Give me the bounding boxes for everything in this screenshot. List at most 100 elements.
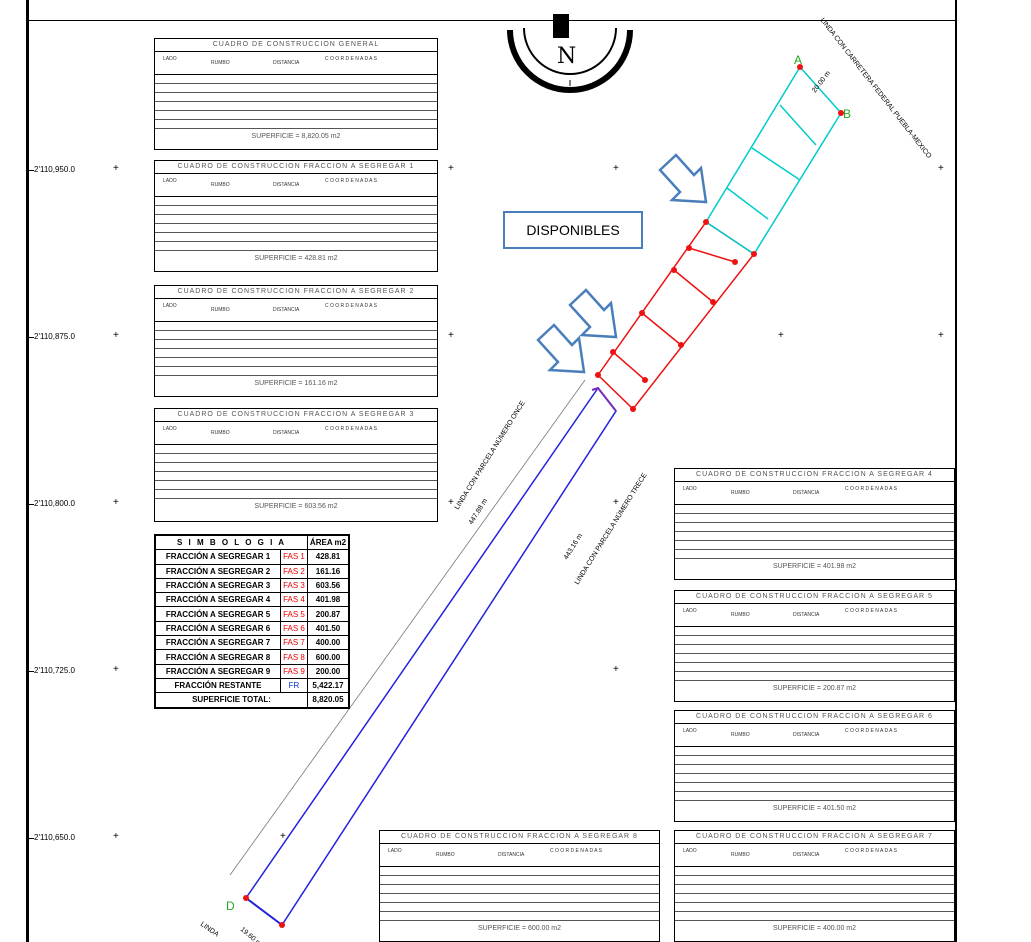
grid-plus-mark: + (113, 497, 119, 508)
tabla-fraccion-2: CUADRO DE CONSTRUCCION FRACCION A SEGREG… (154, 285, 438, 397)
arrow-icon-1 (658, 153, 708, 204)
frame-right-border (955, 0, 957, 942)
linda-once-label: LINDA CON PARCELA NÚMERO ONCE (452, 399, 527, 511)
table-title: CUADRO DE CONSTRUCCION FRACCION A SEGREG… (380, 831, 659, 844)
grid-plus-mark: + (613, 497, 619, 508)
road-label: LINDA CON CARRETERA FEDERAL PUEBLA-MEXIC… (818, 17, 932, 160)
table-title: CUADRO DE CONSTRUCCION FRACCION A SEGREG… (155, 161, 437, 174)
north-letter: N (557, 44, 576, 69)
arrow-icon-3 (536, 323, 586, 374)
tabla-fraccion-5: CUADRO DE CONSTRUCCION FRACCION A SEGREG… (674, 590, 955, 702)
table-footer: SUPERFICIE = 428.81 m2 (254, 255, 338, 262)
table-title: CUADRO DE CONSTRUCCION FRACCION A SEGREG… (675, 591, 954, 604)
table-title: CUADRO DE CONSTRUCCION FRACCION A SEGREG… (675, 831, 954, 844)
table-footer: SUPERFICIE = 401.50 m2 (772, 805, 857, 812)
vertex-label-a: A (794, 53, 802, 67)
coord-label-950: 2'110,950.0 (26, 165, 75, 174)
simbologia-total: SUPERFICIE TOTAL:8,820.05 (156, 693, 348, 707)
coord-label-800: 2'110,800.0 (26, 499, 75, 508)
vertex-dots (243, 64, 844, 928)
table-title: CUADRO DE CONSTRUCCION FRACCION A SEGREG… (155, 286, 437, 299)
table-row (155, 102, 437, 111)
table-footer: SUPERFICIE = 400.00 m2 (772, 925, 857, 932)
table-title: CUADRO DE CONSTRUCCION FRACCION A SEGREG… (155, 409, 437, 422)
tabla-fraccion-1: CUADRO DE CONSTRUCCION FRACCION A SEGREG… (154, 160, 438, 272)
frame-left-border (26, 0, 29, 942)
north-arrow-icon (507, 14, 633, 93)
coord-label-725: 2'110,725.0 (26, 666, 75, 675)
table-title: CUADRO DE CONSTRUCCION FRACCION A SEGREG… (675, 469, 954, 482)
tabla-fraccion-4: CUADRO DE CONSTRUCCION FRACCION A SEGREG… (674, 468, 955, 580)
grid-plus-mark: + (448, 497, 454, 508)
table-title: CUADRO DE CONSTRUCCION FRACCION A SEGREG… (675, 711, 954, 724)
grid-plus-mark: + (938, 330, 944, 341)
grid-plus-mark: + (113, 330, 119, 341)
tabla-fraccion-8: CUADRO DE CONSTRUCCION FRACCION A SEGREG… (379, 830, 660, 942)
grid-plus-mark: + (613, 664, 619, 675)
fracciones-rojas (597, 220, 756, 411)
linda-once-line (229, 379, 586, 876)
table-footer: SUPERFICIE = 603.56 m2 (254, 503, 338, 510)
pointer-arrows (536, 153, 708, 374)
linda-trece-label: LINDA CON PARCELA NÚMERO TRECE (572, 471, 649, 586)
simbologia-header: S I M B O L O G I A ÁREA m2 (156, 536, 348, 551)
table-footer: SUPERFICIE = 200.87 m2 (772, 685, 857, 692)
table-row (155, 120, 437, 129)
grid-plus-mark: + (938, 163, 944, 174)
table-footer: SUPERFICIE = 8,820.05 m2 (251, 133, 341, 140)
frame-top-border (26, 20, 957, 21)
dim-right-side: 443.16 m (563, 532, 584, 561)
dim-left-side: 447.88 m (468, 497, 489, 526)
table-footer: SUPERFICIE = 401.98 m2 (772, 563, 857, 570)
table-footer: SUPERFICIE = 600.00 m2 (477, 925, 562, 932)
tabla-fraccion-7: CUADRO DE CONSTRUCCION FRACCION A SEGREG… (674, 830, 955, 942)
table-row (155, 84, 437, 93)
table-footer: SUPERFICIE = 161.16 m2 (254, 380, 338, 387)
grid-plus-mark: + (448, 163, 454, 174)
table-row (155, 111, 437, 120)
table-row (155, 75, 437, 84)
tabla-fraccion-3: CUADRO DE CONSTRUCCION FRACCION A SEGREG… (154, 408, 438, 522)
vertex-label-d: D (226, 899, 235, 913)
grid-plus-mark: + (613, 163, 619, 174)
tabla-fraccion-6: CUADRO DE CONSTRUCCION FRACCION A SEGREG… (674, 710, 955, 822)
fracciones-cyan (704, 65, 842, 256)
linda-bottom-label: LINDA (199, 921, 220, 939)
simbologia-table: S I M B O L O G I A ÁREA m2 FRACCIÓN A S… (154, 534, 350, 709)
vertex-label-b: B (843, 107, 851, 121)
grid-plus-mark: + (778, 330, 784, 341)
purple-segment (591, 386, 617, 412)
grid-plus-mark: + (280, 831, 286, 842)
table-title: CUADRO DE CONSTRUCCION GENERAL (155, 39, 437, 52)
bottom-boundary (245, 897, 283, 926)
grid-plus-mark: + (113, 163, 119, 174)
disponibles-callout: DISPONIBLES (503, 211, 643, 249)
dim-bottom: 19.60 m (239, 926, 263, 942)
coord-label-650: 2'110,650.0 (26, 833, 75, 842)
coord-label-875: 2'110,875.0 (26, 332, 75, 341)
table-row (155, 93, 437, 102)
grid-plus-mark: + (113, 664, 119, 675)
grid-plus-mark: + (113, 831, 119, 842)
